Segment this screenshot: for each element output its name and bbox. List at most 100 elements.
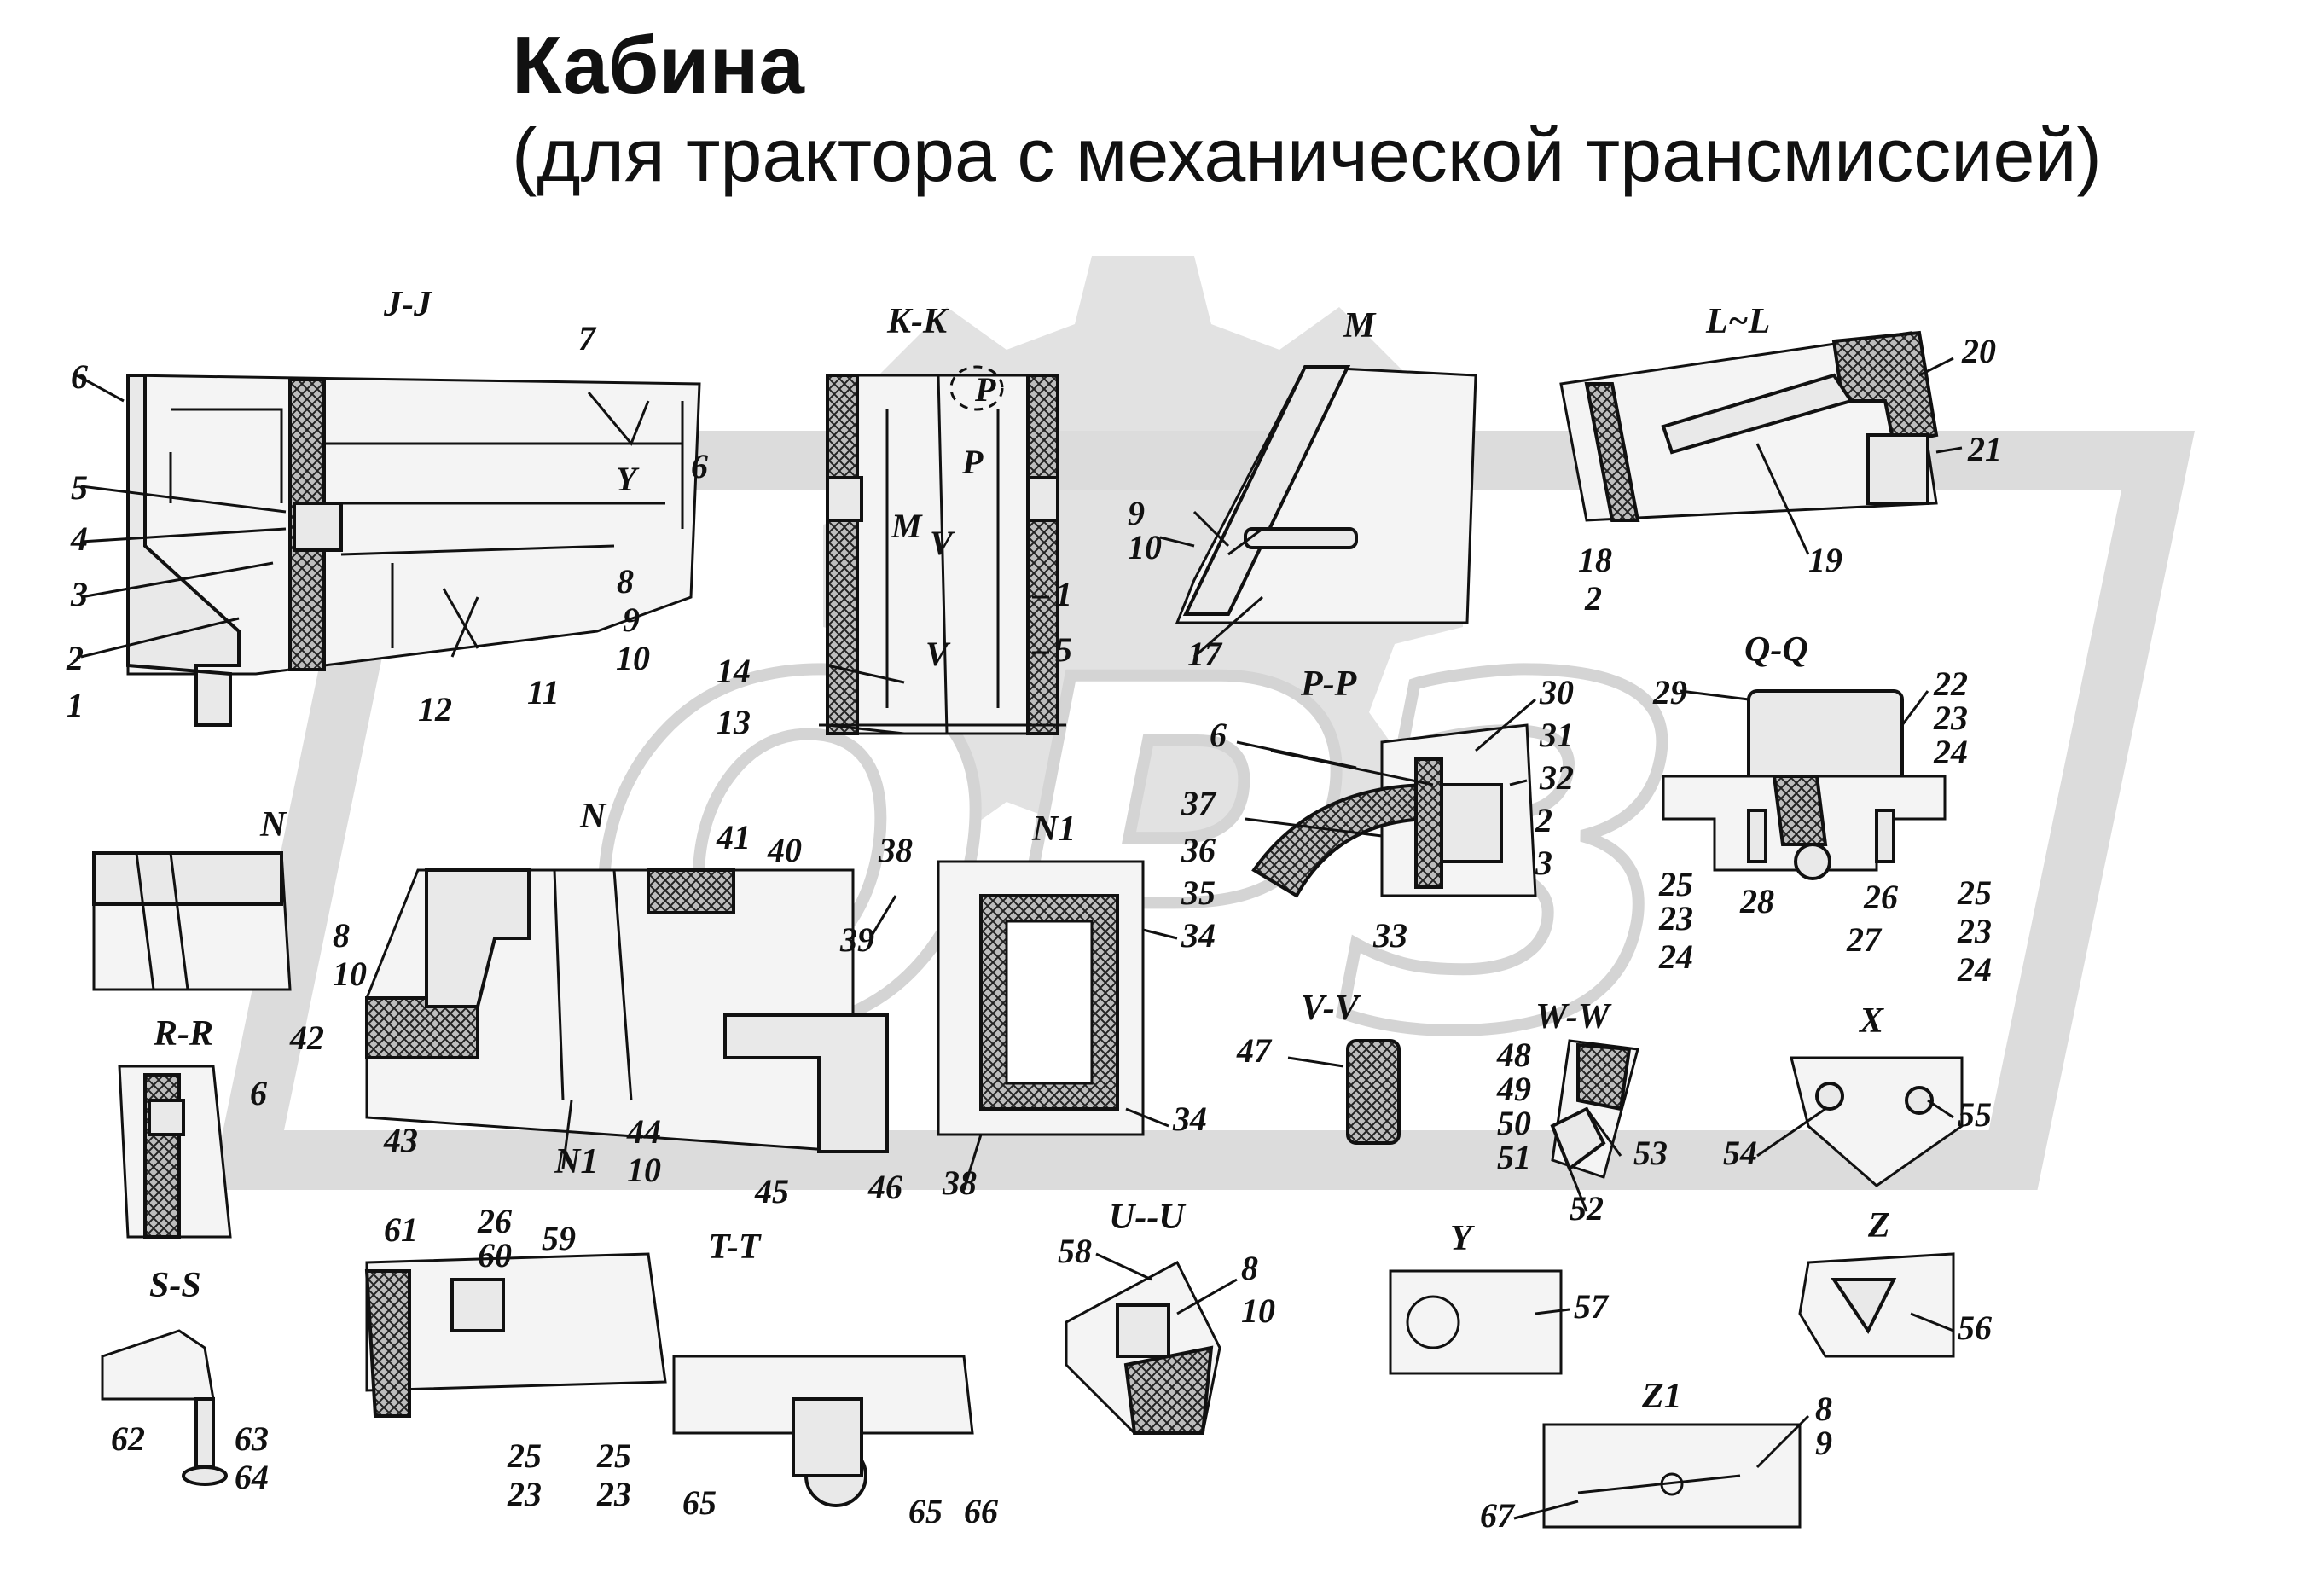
callout-label: 34 [1172,1100,1207,1138]
callout-label: 67 [1480,1496,1516,1535]
callout-label: 53 [1633,1134,1668,1172]
view-u-u [1065,1260,1221,1435]
view-label-k-k: K-K [886,302,949,341]
callout-label: 26 [477,1202,512,1240]
view-label-z1: Z1 [1641,1377,1682,1416]
callout-label: 8 [1815,1390,1832,1428]
callout-label: 10 [1128,528,1162,566]
view-m [1175,365,1477,624]
view-labels: J-J K-K M L~L P-P Q-Q N N N1 N1 R-R V-V … [149,285,1890,1416]
callout-label: 1 [67,686,84,724]
callout-label: 51 [1497,1138,1531,1176]
view-label-w-w: W-W [1535,997,1612,1036]
callout-label: 3 [1535,844,1552,882]
callout-label: 6 [250,1074,267,1112]
callout-label: 35 [1181,873,1216,912]
view-n [365,868,889,1169]
callout-label: 25 [507,1436,542,1475]
callout-label: 24 [1658,937,1693,976]
section-mark: V [930,524,955,562]
view-v-v [1346,1039,1401,1145]
view-n-small [92,851,292,991]
callout-label: 46 [867,1168,902,1206]
callout-label: 18 [1578,541,1612,579]
view-label-n1: N1 [1031,810,1076,849]
callout-label: 23 [1957,912,1992,950]
callout-label: 38 [878,831,913,869]
callout-label: 30 [1539,673,1574,711]
callout-label: 61 [384,1210,418,1249]
view-s-s [101,1329,228,1486]
section-mark: V [925,635,951,673]
section-mark: P [974,370,996,409]
callout-label: 42 [289,1019,324,1057]
callout-label: 36 [1181,831,1216,869]
callout-label: 40 [767,831,802,869]
view-x [1790,1056,1964,1187]
callout-label: 33 [1372,916,1407,955]
callout-label: 44 [626,1112,661,1151]
callout-label: 10 [616,639,650,677]
callout-label: 37 [1181,784,1217,822]
callout-label: 64 [235,1458,269,1496]
callout-label: 9 [1815,1424,1832,1462]
view-j-j [76,374,701,727]
view-label-s-s: S-S [149,1266,201,1305]
section-mark: Y [616,460,640,498]
callout-label: 56 [1958,1309,1992,1347]
view-l-l [1559,330,1939,522]
view-y [1389,1269,1563,1375]
callout-label: 5 [1055,630,1072,669]
callout-label: 45 [754,1172,789,1210]
view-label-q-q: Q-Q [1744,630,1808,670]
callout-label: 39 [839,920,874,959]
callout-label: 12 [418,690,452,728]
callout-label: 3 [70,575,88,613]
callout-label: 55 [1958,1095,1992,1134]
callout-label: 13 [717,703,751,741]
view-label-p-p: P-P [1300,665,1357,704]
callout-label: 9 [623,601,640,639]
diagram-title: Кабина [512,20,804,111]
callout-label: 11 [527,673,560,711]
callout-label: 24 [1957,950,1992,989]
callout-label: 6 [691,447,708,485]
callout-label: 2 [1584,579,1602,618]
callout-label: 25 [1658,865,1693,903]
callout-label: 21 [1967,430,2002,468]
callout-label: 65 [908,1492,943,1530]
callout-label: 26 [1863,878,1898,916]
callout-label: 34 [1181,916,1216,955]
section-mark: M [891,507,923,545]
callout-label: 62 [111,1419,145,1458]
callout-label: 54 [1723,1134,1757,1172]
view-n1 [937,860,1145,1136]
callout-label: 27 [1846,920,1883,959]
view-label-t-t: T-T [708,1227,763,1267]
callout-label: 58 [1058,1232,1092,1270]
view-label-v-v: V-V [1301,989,1361,1028]
diagram-subtitle: (для трактора с механической трансмиссие… [512,113,2102,197]
callout-label: 5 [71,468,88,507]
callout-label: 24 [1933,733,1968,771]
callout-label: 9 [1128,494,1145,532]
callout-label: 28 [1739,882,1774,920]
section-mark: P [961,443,984,481]
view-label-u-u: U--U [1109,1198,1187,1237]
callout-label: 65 [682,1483,717,1522]
callout-label: 2 [1535,801,1552,839]
view-label-x: X [1858,1001,1884,1041]
view-r-r [118,1065,232,1239]
callout-label: 19 [1808,541,1842,579]
callout-label: 25 [1957,873,1992,912]
callout-label: 66 [964,1492,998,1530]
callout-numbers: 6 5 4 3 2 1 7 6 8 9 10 12 11 14 13 1 5 9… [66,319,2002,1535]
callout-label: 47 [1236,1031,1273,1070]
callout-label: 41 [716,818,751,856]
callout-label: 22 [1933,665,1968,703]
view-z [1798,1252,1955,1358]
section-marks: Y P P M V V [616,370,996,673]
callout-label: 23 [1933,699,1968,737]
